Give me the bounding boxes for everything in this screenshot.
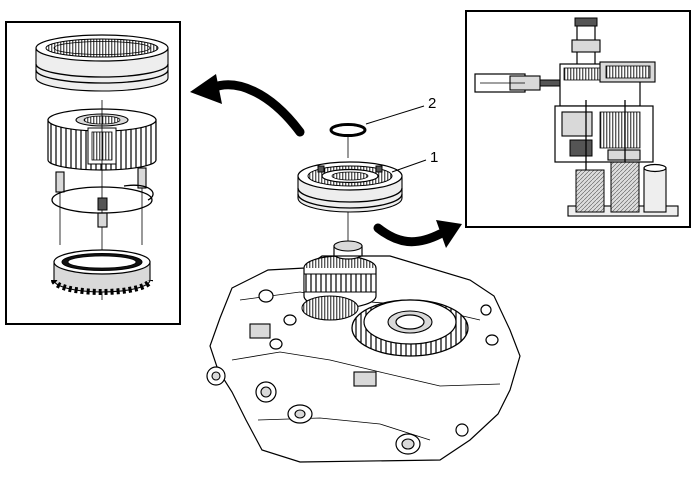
synchronizer-exploded-inset <box>5 21 181 325</box>
callout-1-label: 1 <box>430 149 438 166</box>
inset-tool-handle <box>474 73 561 93</box>
transmission-case <box>206 240 521 463</box>
case-ring-gear <box>351 299 469 357</box>
callout-2: 2 <box>365 95 436 125</box>
callout-2-label: 2 <box>428 95 436 112</box>
callout-1: 1 <box>391 149 438 173</box>
inset-hub <box>47 100 157 300</box>
shift-rail-inset <box>465 10 691 228</box>
snap-ring <box>329 123 367 158</box>
case-bolts <box>206 289 499 455</box>
inset-blocking-ring <box>51 249 153 295</box>
inset-shift-rails <box>575 161 667 213</box>
inset-keys-springs <box>51 167 154 245</box>
inset-sleeve <box>35 34 169 92</box>
arrow-to-right-inset <box>373 220 462 248</box>
arrow-to-left-inset <box>190 74 305 137</box>
inset-gear-block <box>554 61 656 170</box>
case-pinion-gear <box>303 240 377 309</box>
synchronizer-assembly <box>297 161 403 244</box>
